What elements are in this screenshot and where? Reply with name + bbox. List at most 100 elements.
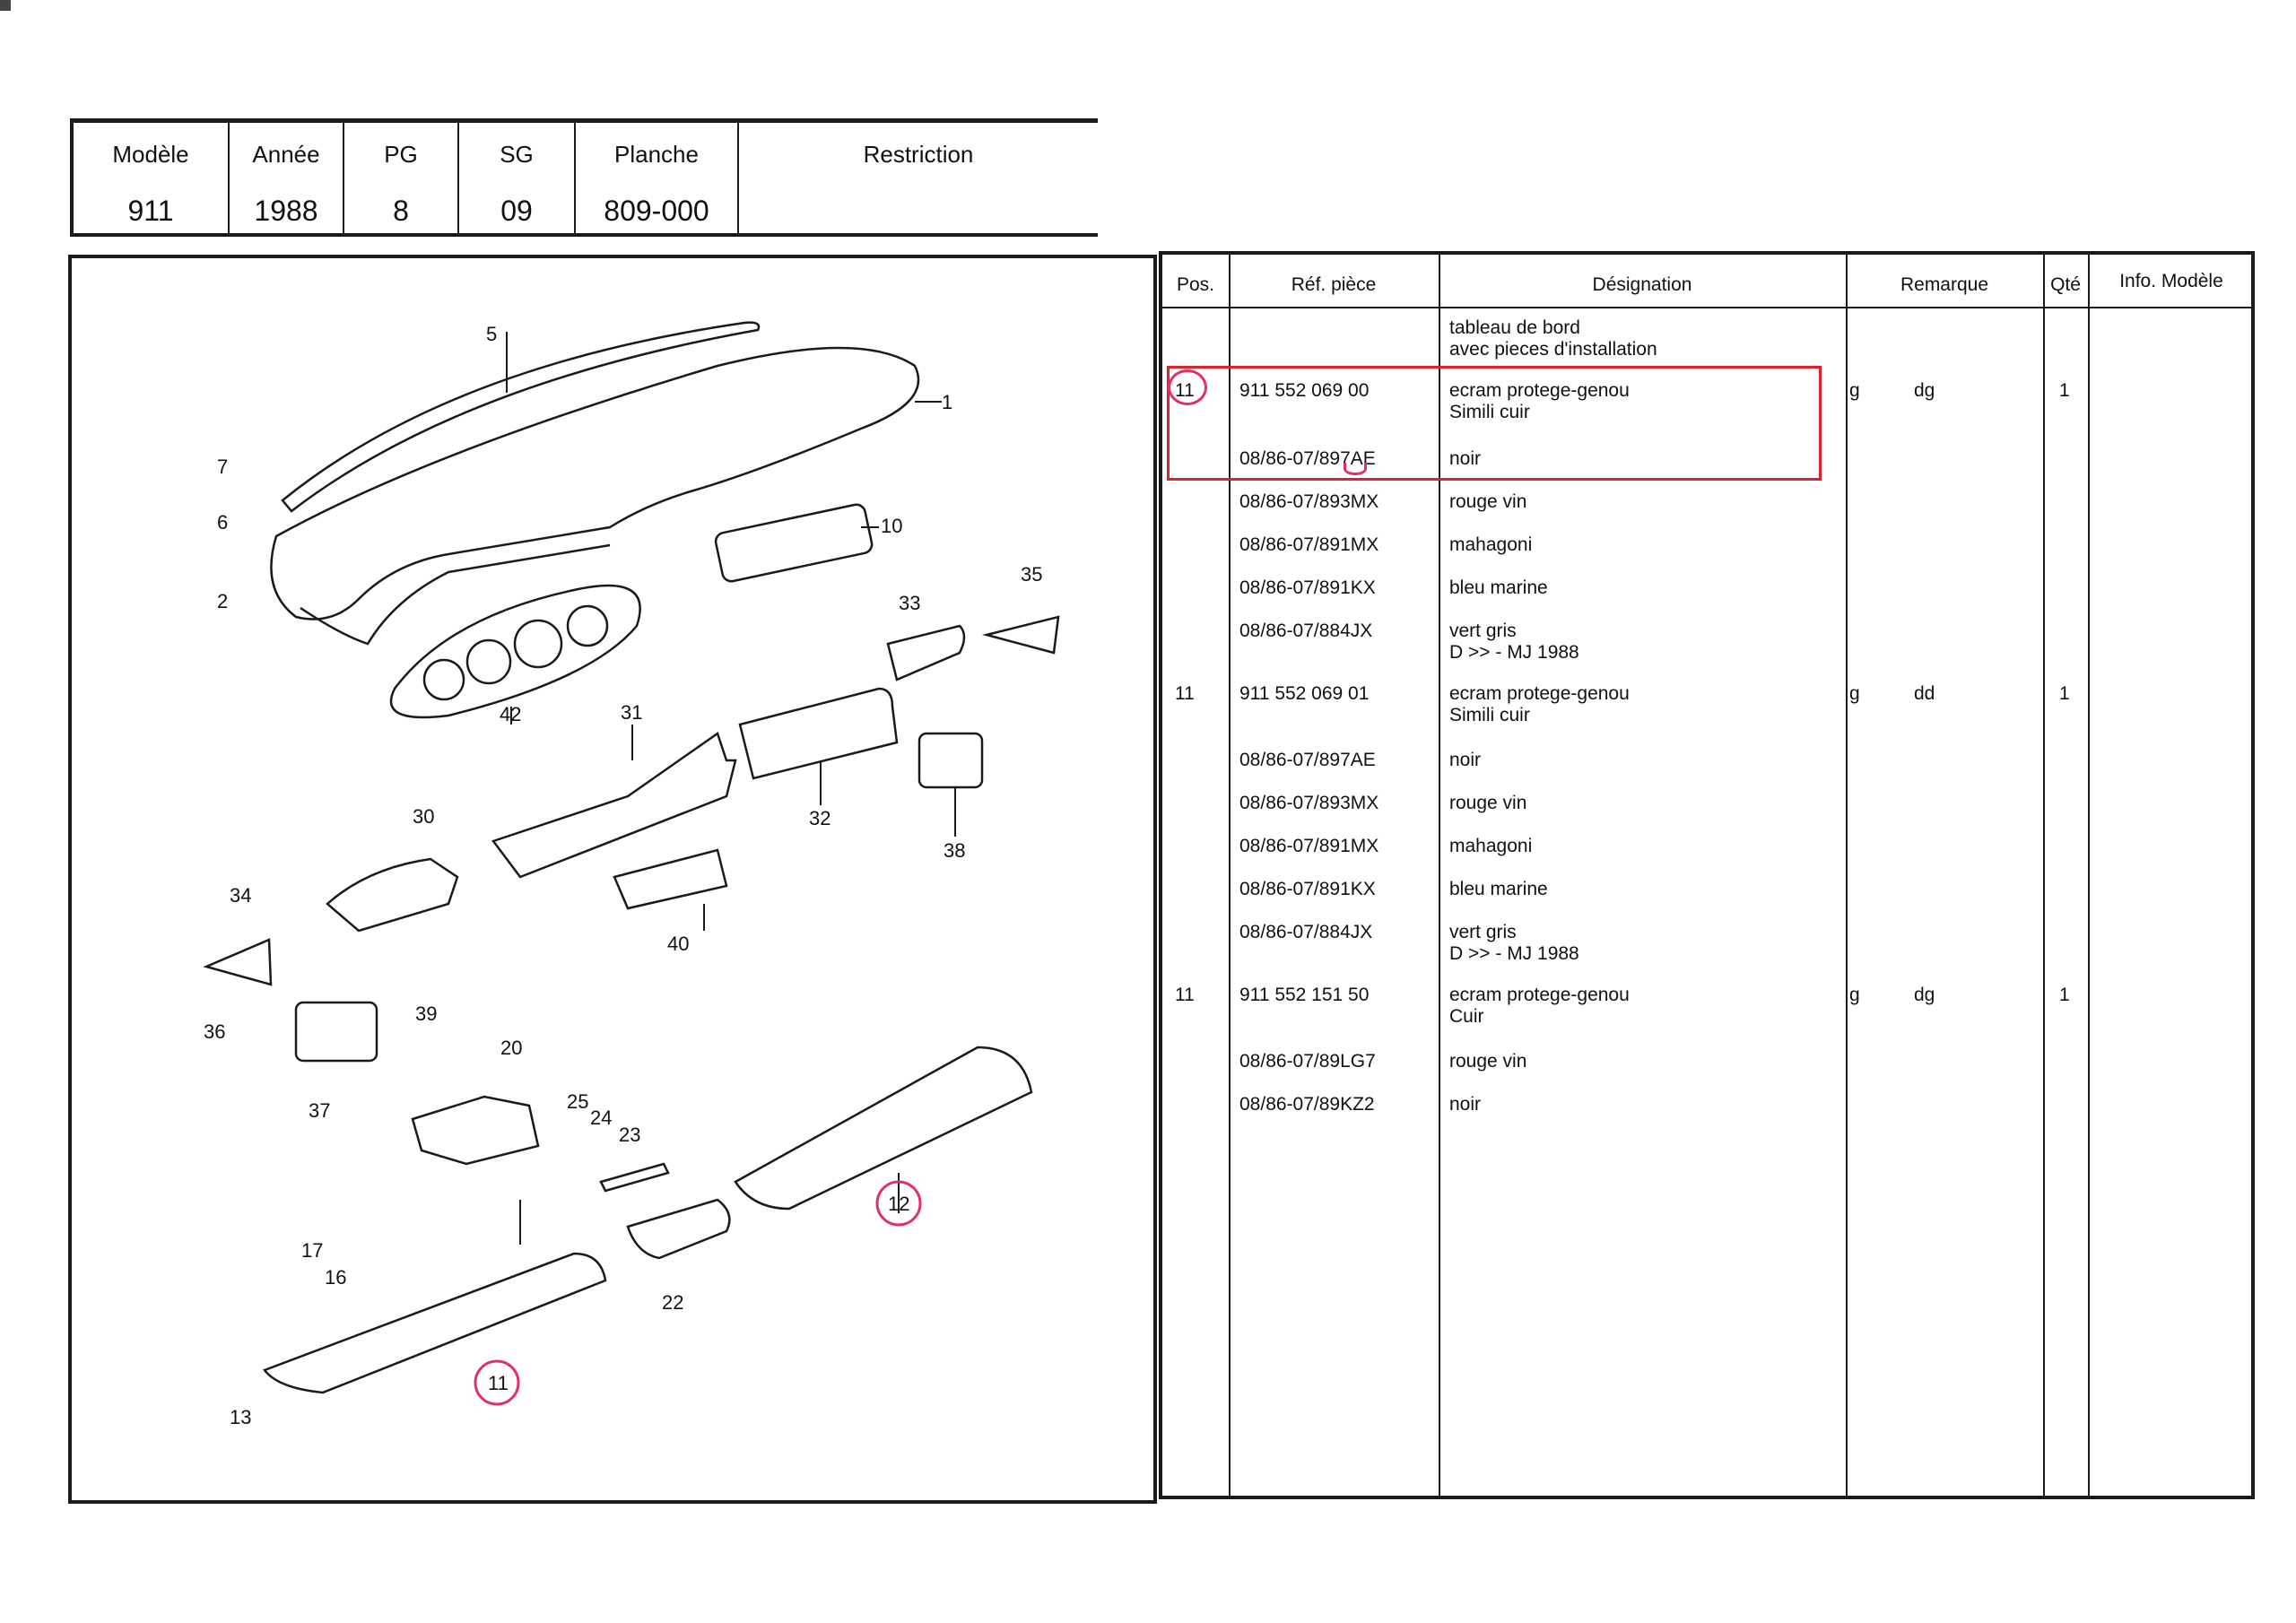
part-bracket-30 — [326, 857, 459, 933]
callout-16: 16 — [325, 1266, 346, 1289]
header-divider — [1162, 307, 2251, 308]
parts-table: Pos. Réf. pièce Désignation Remarque Qté… — [1159, 251, 2255, 1499]
th-designation: Désignation — [1592, 274, 1692, 295]
cell-designation: vert gris — [1449, 621, 1517, 641]
cell-designation: mahagoni — [1449, 836, 1533, 856]
th-ref: Réf. pièce — [1291, 274, 1377, 295]
part-dashboard-rim — [300, 543, 611, 646]
leader-lines — [506, 332, 956, 1245]
scan-corner-mark — [0, 0, 11, 11]
cell-designation: vert gris — [1449, 922, 1517, 942]
callout-12: 12 — [888, 1193, 909, 1215]
cell-designation: noir — [1449, 448, 1482, 469]
header-cell-planche: Planche 809-000 — [576, 123, 739, 233]
header-label: Année — [252, 141, 320, 168]
callout-40: 40 — [667, 933, 689, 955]
cell-qte: 1 — [2059, 683, 2070, 704]
cell-ref: 08/86-07/89LG7 — [1239, 1051, 1376, 1072]
circle-mark-11 — [474, 1359, 520, 1406]
callout-17: 17 — [301, 1239, 323, 1262]
cell-designation-2: D >> - MJ 1988 — [1449, 943, 1579, 964]
part-corner-trim-35 — [982, 615, 1060, 655]
th-info: Info. Modèle — [2119, 271, 2223, 291]
part-defroster-strip — [281, 321, 761, 513]
underline-mark-ae — [1344, 463, 1367, 475]
part-tray-40 — [613, 848, 728, 910]
th-remarque: Remarque — [1900, 274, 1989, 295]
header-value: 8 — [393, 195, 409, 227]
diagram-drawing: 5 1 7 6 10 2 35 33 42 31 32 38 30 34 40 … — [203, 321, 1060, 1428]
callout-34: 34 — [230, 884, 251, 907]
gauge-3 — [513, 619, 563, 669]
cell-ref: 08/86-07/891KX — [1239, 577, 1376, 598]
part-glovebox-lid — [738, 687, 899, 780]
cell-pos: 11 — [1175, 683, 1195, 704]
part-knee-pad-12 — [734, 1046, 1033, 1211]
column-divider — [1846, 255, 1848, 1496]
callout-39: 39 — [415, 1002, 437, 1025]
header-value: 911 — [127, 195, 174, 227]
circle-mark-pos-11 — [1168, 369, 1207, 405]
callout-31: 31 — [621, 701, 642, 724]
cell-designation: ecram protege-genou — [1449, 380, 1630, 401]
callout-24: 24 — [590, 1107, 612, 1129]
cell-designation: rouge vin — [1449, 491, 1527, 512]
cell-designation: tableau de bord — [1449, 317, 1580, 338]
cell-remarque-side: g — [1849, 683, 1860, 704]
cell-ref: 08/86-07/891MX — [1239, 534, 1379, 555]
part-vent-33 — [886, 624, 966, 681]
part-side-vent-38 — [918, 732, 984, 789]
cell-ref: 08/86-07/893MX — [1239, 793, 1379, 813]
callout-30: 30 — [413, 805, 434, 828]
header-cell-annee: Année 1988 — [230, 123, 344, 233]
part-side-vent-37 — [294, 1001, 378, 1063]
callout-7: 7 — [217, 456, 228, 478]
circle-mark-12 — [875, 1180, 922, 1227]
callout-1: 1 — [942, 391, 952, 413]
header-cell-restriction: Restriction — [739, 123, 1098, 233]
callout-35: 35 — [1021, 563, 1042, 586]
part-outlines — [203, 321, 1060, 1394]
header-cell-sg: SG 09 — [459, 123, 576, 233]
cell-ref: 911 552 151 50 — [1239, 985, 1370, 1005]
cell-designation: noir — [1449, 750, 1482, 770]
callout-10: 10 — [881, 515, 902, 537]
cell-designation: bleu marine — [1449, 577, 1548, 598]
part-center-console — [491, 732, 737, 879]
cell-ref: 911 552 069 00 — [1239, 380, 1370, 401]
cell-ref: 08/86-07/884JX — [1239, 621, 1373, 641]
column-divider — [1439, 255, 1440, 1496]
cell-ref: 08/86-07/89KZ2 — [1239, 1094, 1375, 1115]
cell-designation-2: Cuir — [1449, 1006, 1484, 1027]
callout-25: 25 — [567, 1090, 588, 1113]
callout-38: 38 — [944, 839, 965, 862]
cell-remarque-side: g — [1849, 985, 1860, 1005]
part-speaker-grille — [714, 503, 874, 583]
callout-32: 32 — [809, 807, 831, 829]
callout-6: 6 — [217, 511, 228, 534]
part-knee-pad-11 — [262, 1252, 607, 1394]
callout-20: 20 — [500, 1037, 522, 1059]
header-table: Modèle 911 Année 1988 PG 8 SG 09 Planche… — [70, 118, 1098, 237]
cell-ref: 911 552 069 01 — [1239, 683, 1370, 704]
part-clip-23 — [599, 1162, 670, 1193]
header-label: PG — [384, 141, 418, 168]
cell-designation: ecram protege-genou — [1449, 683, 1630, 704]
callout-42: 42 — [500, 703, 521, 725]
part-corner-trim-34 — [203, 938, 273, 986]
header-cell-pg: PG 8 — [344, 123, 459, 233]
gauge-4 — [566, 604, 609, 647]
cell-designation-2: D >> - MJ 1988 — [1449, 642, 1579, 663]
header-label: Modèle — [112, 141, 189, 168]
callout-5: 5 — [486, 323, 497, 345]
callout-13: 13 — [230, 1406, 251, 1428]
cell-remarque: dg — [1914, 380, 1935, 401]
cell-ref: 08/86-07/891KX — [1239, 879, 1376, 899]
part-cover-22 — [626, 1198, 731, 1260]
cell-pos: 11 — [1175, 985, 1195, 1005]
cell-ref: 08/86-07/891MX — [1239, 836, 1379, 856]
cell-designation: rouge vin — [1449, 1051, 1527, 1072]
header-value: 1988 — [254, 195, 318, 227]
cell-designation-2: avec pieces d'installation — [1449, 339, 1657, 360]
callout-37: 37 — [309, 1099, 330, 1122]
